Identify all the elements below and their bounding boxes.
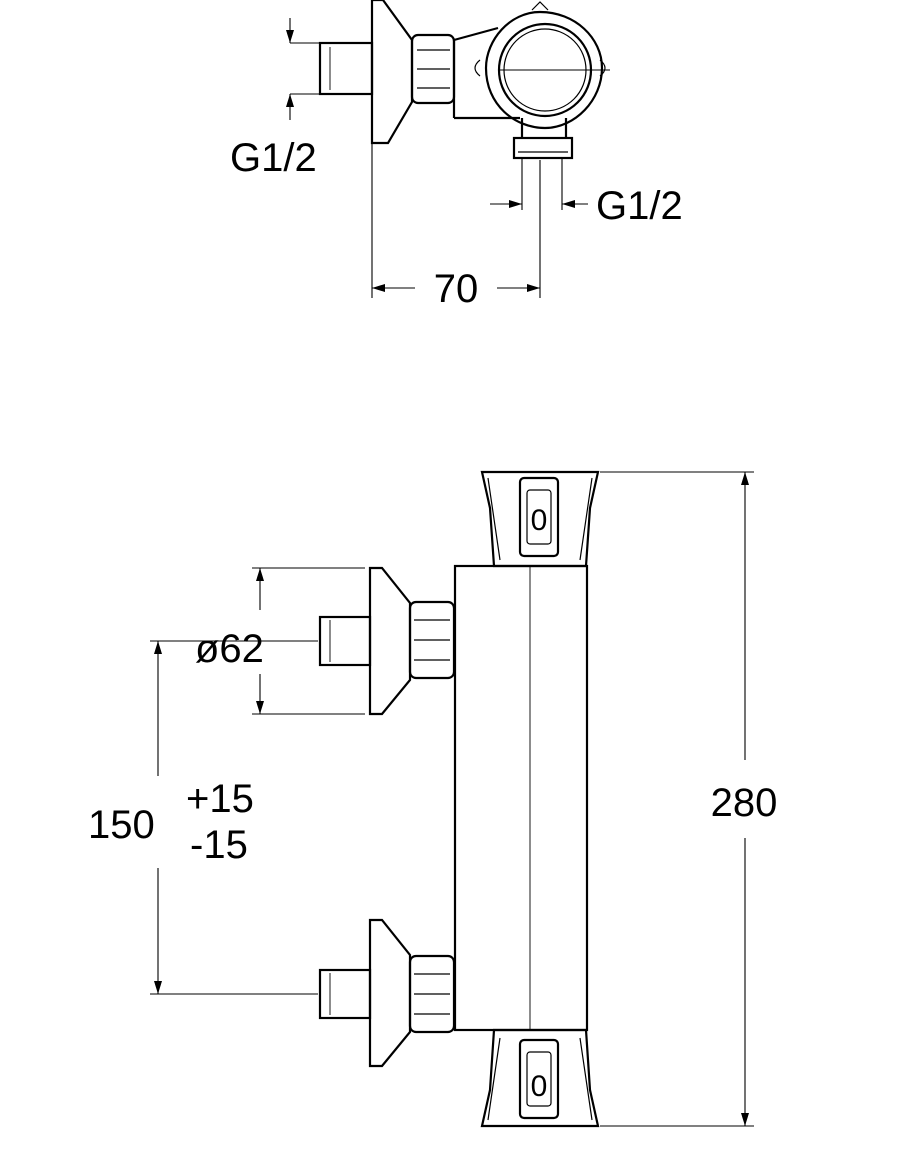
offset-dimension-label: 70 (434, 267, 479, 311)
overall-height-dimension (600, 471, 754, 1127)
top-outlet-fitting (512, 118, 574, 160)
top-wall-flange (370, 0, 414, 145)
lower-inlet-connection (318, 918, 456, 1068)
flange-diameter-dimension (252, 567, 365, 715)
thermostat-body (453, 564, 589, 1032)
inlet-centers-tolerance-minus: -15 (190, 823, 248, 867)
bottom-control-knob (480, 1028, 600, 1128)
bottom-knob-marking: 0 (531, 1070, 548, 1103)
front-view: 0 0 (88, 470, 778, 1128)
top-valve-body (474, 1, 610, 130)
inlet-centers-tolerance-plus: +15 (186, 777, 254, 821)
inlet-centers-dimension (150, 640, 318, 995)
outlet-thread-label: G1/2 (596, 184, 683, 228)
flange-diameter-label: ø62 (195, 627, 264, 671)
top-hex-nut (410, 33, 456, 105)
upper-inlet-connection (318, 566, 456, 716)
top-knob-marking: 0 (531, 504, 548, 537)
top-inlet-thread-dimension (286, 18, 372, 120)
top-offset-dimension (371, 143, 541, 298)
overall-height-label: 280 (711, 781, 778, 825)
top-inlet-pipe (318, 41, 374, 96)
inlet-centers-label: 150 (88, 803, 155, 847)
top-outlet-thread-dimension (490, 158, 588, 210)
inlet-thread-label: G1/2 (230, 136, 317, 180)
top-connecting-arm (453, 26, 520, 120)
top-view: G1/2 G1/2 70 (230, 0, 683, 311)
